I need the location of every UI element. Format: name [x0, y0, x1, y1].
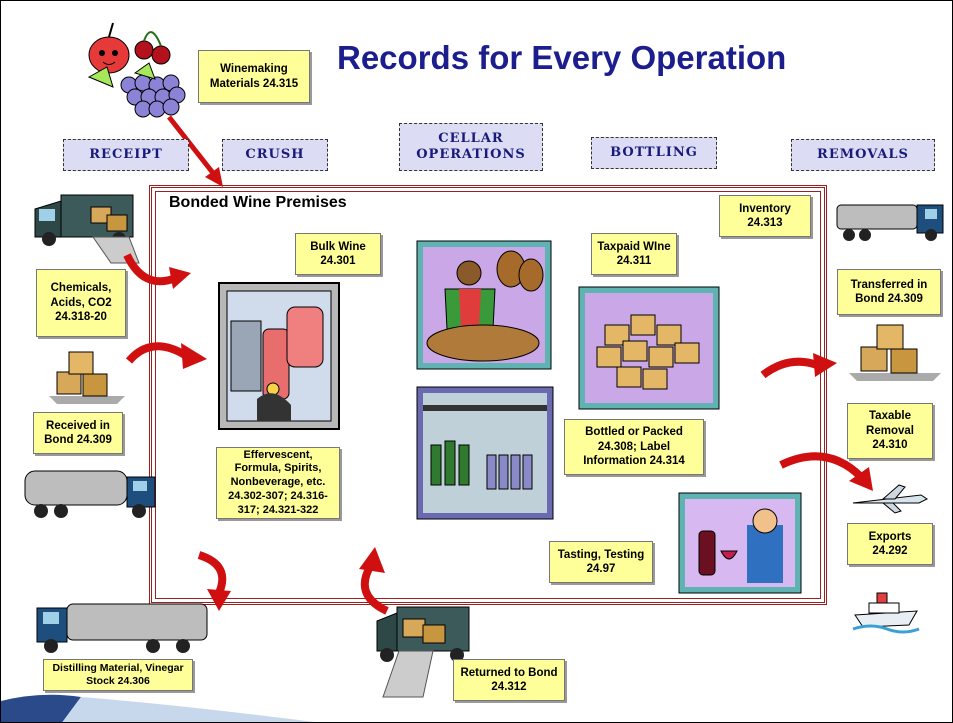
decorative-swoosh [1, 694, 316, 722]
curved-arrow-icon [123, 253, 191, 289]
winemaking-materials-box: Winemaking Materials 24.315 [198, 50, 310, 103]
transferred-in-bond-box: Transferred in Bond 24.309 [837, 269, 941, 315]
curved-arrow-icon [125, 342, 207, 369]
tanker-truck-icon [36, 603, 208, 653]
stage-receipt: RECEIPT [63, 139, 189, 171]
fruit-clipart-icon [87, 22, 186, 118]
returned-to-bond-box: Returned to Bond 24.312 [453, 659, 565, 701]
bonded-premises-frame [149, 185, 827, 605]
received-in-bond-box: Received in Bond 24.309 [33, 412, 123, 454]
tasting-box: Tasting, Testing 24.97 [549, 541, 653, 583]
cases-icon [578, 286, 720, 410]
stage-removals: REMOVALS [791, 139, 935, 171]
wine-tank-icon [218, 282, 340, 430]
taxpaid-wine-box: Taxpaid WIne 24.311 [591, 233, 677, 275]
curved-arrow-icon [779, 452, 873, 491]
stage-cellar-operations: CELLAR OPERATIONS [399, 123, 543, 171]
distilling-material-box: Distilling Material, Vinegar Stock 24.30… [43, 659, 193, 691]
red-arrow-icon [167, 115, 223, 187]
effervescent-box: Effervescent, Formula, Spirits, Nonbever… [216, 447, 340, 519]
wine-tasting-icon [678, 492, 802, 594]
exports-box: Exports 24.292 [847, 523, 933, 565]
page-title: Records for Every Operation [337, 39, 787, 76]
boxes-icon [849, 324, 941, 381]
airplane-icon [852, 484, 928, 514]
barrel-worker-icon [416, 240, 552, 370]
bottling-line-icon [416, 386, 554, 520]
ship-icon [852, 592, 920, 634]
delivery-truck-icon [376, 606, 470, 698]
tanker-truck-icon [836, 204, 944, 241]
premises-title: Bonded Wine Premises [169, 194, 347, 211]
inventory-box: Inventory 24.313 [719, 195, 811, 237]
stage-crush: CRUSH [222, 139, 328, 171]
stage-bottling: BOTTLING [591, 137, 717, 169]
bulk-wine-box: Bulk Wine 24.301 [295, 233, 381, 275]
curved-arrow-icon [359, 547, 389, 615]
boxes-icon [49, 351, 125, 404]
tanker-truck-icon [24, 470, 156, 518]
taxable-removal-box: Taxable Removal 24.310 [847, 403, 933, 459]
curved-arrow-icon [760, 353, 837, 379]
chemicals-box: Chemicals, Acids, CO2 24.318-20 [36, 269, 126, 337]
bottled-or-packed-box: Bottled or Packed 24.308; Label Informat… [564, 419, 704, 475]
curved-arrow-icon [197, 551, 231, 611]
